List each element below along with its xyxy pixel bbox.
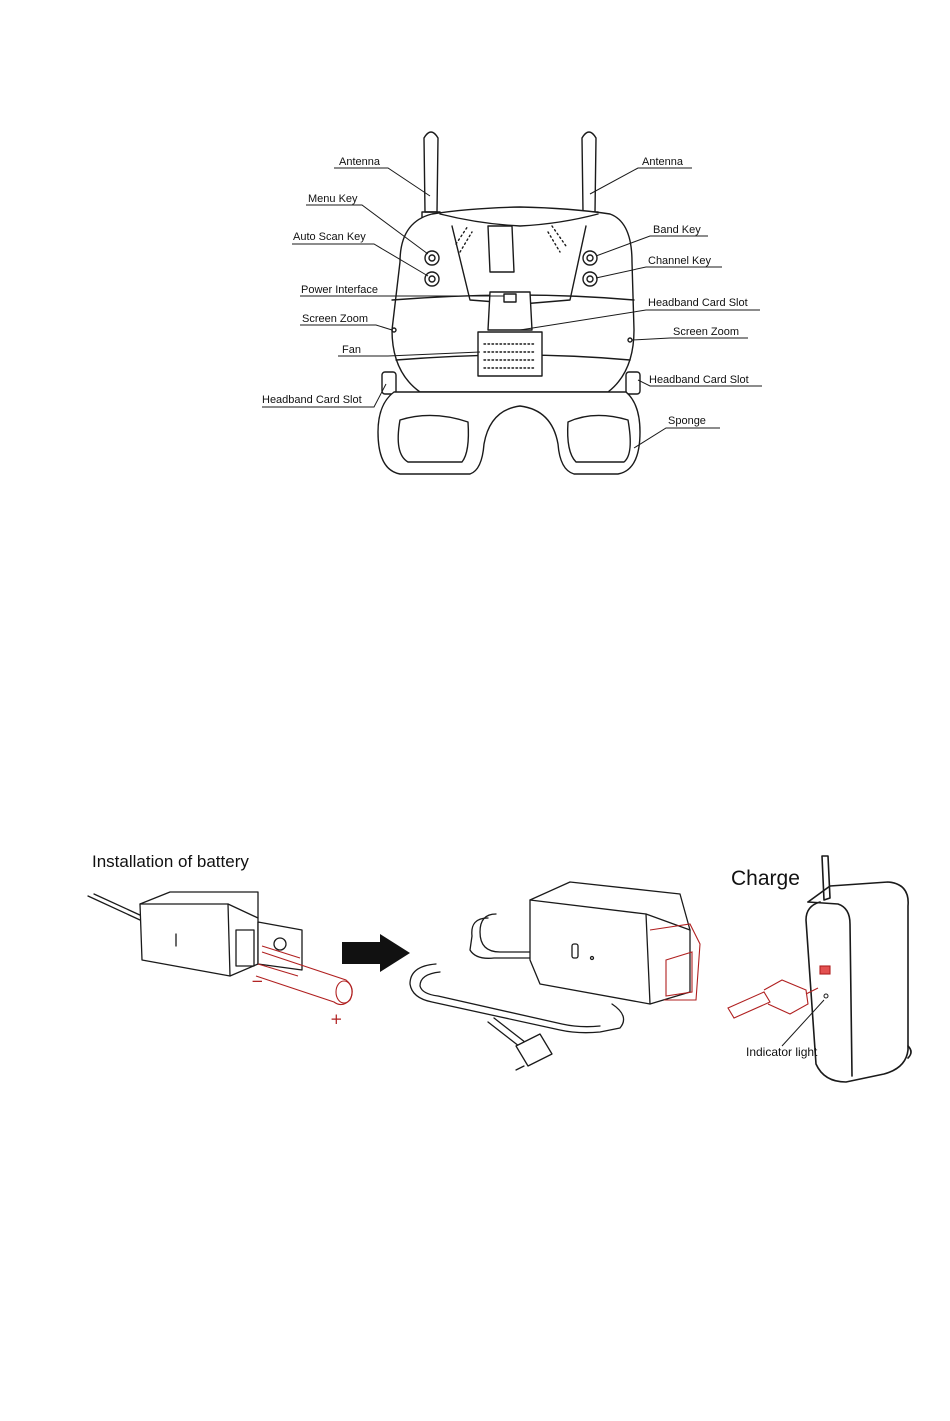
- usb-cable: [728, 992, 770, 1018]
- battery-minus-sign: −: [251, 974, 264, 989]
- label-indicator-light: Indicator light: [746, 1046, 817, 1059]
- battery-plus-sign: +: [330, 1012, 343, 1027]
- direction-arrow: [342, 934, 410, 972]
- charge-section-title: Charge: [731, 867, 800, 891]
